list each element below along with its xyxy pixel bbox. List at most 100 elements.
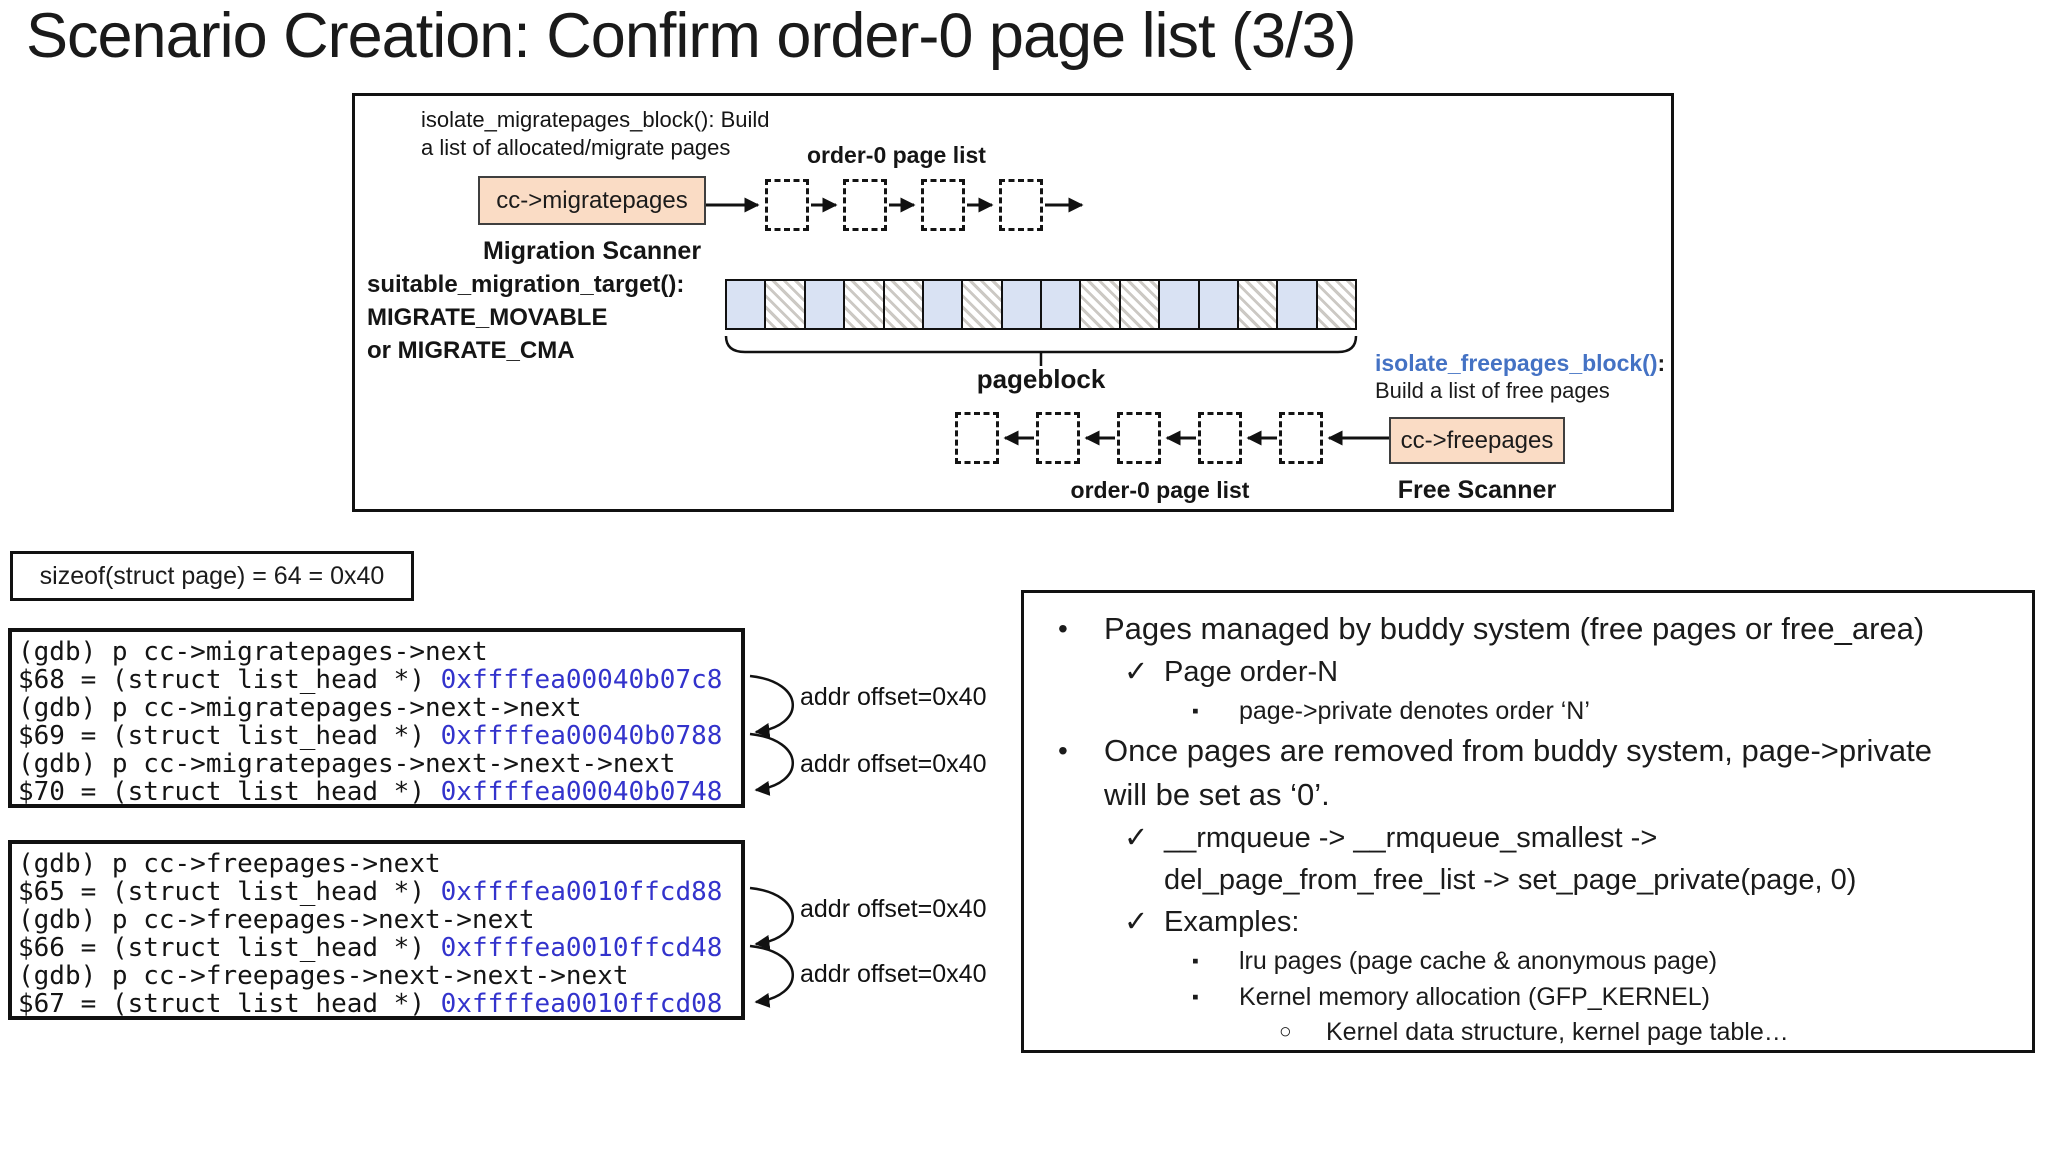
pageblock-cell-blue <box>1000 281 1040 328</box>
pageblock-cell-hatched <box>764 281 804 328</box>
note-line: will be set as ‘0’. <box>1104 777 1330 812</box>
free-scanner-label: Free Scanner <box>1397 476 1557 504</box>
page-node <box>765 179 809 231</box>
suitable-line2: MIGRATE_MOVABLE <box>367 304 608 331</box>
page-node <box>1198 412 1242 464</box>
pageblock-cell-hatched <box>961 281 1001 328</box>
pageblock-row <box>725 279 1357 330</box>
note-item: ✓ Page order-N <box>1024 651 2032 693</box>
gdb-result-line: $66 = (struct list_head *) 0xffffea0010f… <box>18 933 723 963</box>
offset-label-1: addr offset=0x40 <box>800 683 987 711</box>
suitable-line3: or MIGRATE_CMA <box>367 337 575 364</box>
offset-label-3: addr offset=0x40 <box>800 895 987 923</box>
note-line: Once pages are removed from buddy system… <box>1104 733 1932 768</box>
address-value: 0xffffea00040b0748 <box>440 777 723 807</box>
gdb-result-line: $67 = (struct list_head *) 0xffffea0010f… <box>18 989 723 1019</box>
page-node <box>1117 412 1161 464</box>
offset-label-4: addr offset=0x40 <box>800 960 987 988</box>
note-line: lru pages (page cache & anonymous page) <box>1239 947 1718 975</box>
page-node <box>1279 412 1323 464</box>
gdb-result-line: $70 = (struct list_head *) 0xffffea00040… <box>18 777 723 807</box>
gdb-command-line: (gdb) p cc->migratepages->next <box>18 637 488 667</box>
bullet-marker: ✓ <box>1124 822 1149 854</box>
migrate-annotation: isolate_migratepages_block(): Build a li… <box>421 106 770 162</box>
bullet-marker: ▪ <box>1192 701 1199 722</box>
pageblock-cell-hatched <box>843 281 883 328</box>
freepages-box: cc->freepages <box>1389 417 1565 464</box>
note-item: ▪ page->private denotes order ‘N’ <box>1024 693 2032 729</box>
suitable-migration-text: suitable_migration_target(): MIGRATE_MOV… <box>367 268 684 367</box>
address-value: 0xffffea0010ffcd08 <box>440 989 723 1019</box>
note-item: ○ Kernel data structure, kernel page tabl… <box>1024 1015 2032 1049</box>
free-annotation-line2: Build a list of free pages <box>1375 378 1610 403</box>
bullet-marker: ○ <box>1279 1020 1292 1043</box>
address-value: 0xffffea0010ffcd88 <box>440 877 723 907</box>
page-node <box>955 412 999 464</box>
note-item: •Pages managed by buddy system (free pag… <box>1024 607 2032 651</box>
note-line: Page order-N <box>1164 656 1339 688</box>
pageblock-cell-blue <box>803 281 844 328</box>
gdb-output-freepages: (gdb) p cc->freepages->next$65 = (struct… <box>8 840 745 1020</box>
pageblock-cell-hatched <box>1315 281 1355 328</box>
migrate-page-chain <box>765 179 1043 231</box>
gdb-result-line: $68 = (struct list_head *) 0xffffea00040… <box>18 665 723 695</box>
order0-bottom-label: order-0 page list <box>1070 477 1250 503</box>
note-line: page->private denotes order ‘N’ <box>1239 697 1590 725</box>
migrate-annotation-line2: a list of allocated/migrate pages <box>421 135 731 160</box>
compaction-diagram: isolate_migratepages_block(): Build a li… <box>352 93 1674 512</box>
gdb-command-line: (gdb) p cc->freepages->next <box>18 849 441 879</box>
note-item: • Once pages are removed from buddy syste… <box>1024 729 2032 817</box>
pageblock-cell-blue <box>1197 281 1237 328</box>
pageblock-cell-blue <box>1040 281 1080 328</box>
gdb-command-line: (gdb) p cc->freepages->next->next <box>18 905 535 935</box>
pageblock-cell-blue <box>921 281 962 328</box>
note-line: Kernel memory allocation (GFP_KERNEL) <box>1239 983 1710 1011</box>
note-item: ▪ lru pages (page cache & anonymous page) <box>1024 943 2032 979</box>
pageblock-cell-blue <box>1276 281 1316 328</box>
pageblock-cell-hatched <box>1236 281 1277 328</box>
free-annotation-colon: : <box>1657 350 1666 376</box>
bullet-marker: • <box>1058 613 1068 644</box>
pageblock-cell-blue <box>727 281 765 328</box>
order0-top-label: order-0 page list <box>807 142 986 168</box>
note-line: __rmqueue -> __rmqueue_smallest -> <box>1164 822 1658 854</box>
pageblock-brace <box>724 335 1358 366</box>
pageblock-cell-hatched <box>1118 281 1159 328</box>
free-page-chain <box>955 412 1323 464</box>
gdb-command-line: (gdb) p cc->migratepages->next->next->ne… <box>18 749 676 779</box>
address-value: 0xffffea00040b07c8 <box>440 665 723 695</box>
bullet-marker: ▪ <box>1192 951 1199 972</box>
note-item: ▪ Kernel memory allocation (GFP_KERNEL) <box>1024 979 2032 1015</box>
migratepages-box: cc->migratepages <box>478 176 706 225</box>
bullet-marker: • <box>1058 735 1068 766</box>
isolate-freepages-link: isolate_freepages_block() <box>1375 350 1658 376</box>
migration-scanner-label: Migration Scanner <box>482 237 702 265</box>
gdb-command-line: (gdb) p cc->migratepages->next->next <box>18 693 582 723</box>
bullet-marker: ✓ <box>1124 906 1149 938</box>
gdb-command-line: (gdb) p cc->freepages->next->next->next <box>18 961 629 991</box>
page-node <box>1036 412 1080 464</box>
pageblock-cell-blue <box>1158 281 1198 328</box>
free-annotation: isolate_freepages_block(): Build a list … <box>1375 349 1665 405</box>
bullet-marker: ▪ <box>1192 987 1199 1008</box>
gdb-result-line: $69 = (struct list_head *) 0xffffea00040… <box>18 721 723 751</box>
sizeof-note: sizeof(struct page) = 64 = 0x40 <box>10 551 414 601</box>
note-item: ✓ Examples: <box>1024 901 2032 943</box>
note-item: ✓ __rmqueue -> __rmqueue_smallest -> del_p… <box>1024 817 2032 901</box>
page-node <box>921 179 965 231</box>
page-node <box>999 179 1043 231</box>
page-node <box>843 179 887 231</box>
pageblock-cell-hatched <box>1079 281 1119 328</box>
offset-label-2: addr offset=0x40 <box>800 750 987 778</box>
bullet-marker: ✓ <box>1124 656 1149 688</box>
gdb-output-migratepages: (gdb) p cc->migratepages->next$68 = (str… <box>8 628 745 808</box>
note-line: Examples: <box>1164 906 1300 938</box>
buddy-notes-box: •Pages managed by buddy system (free pag… <box>1021 590 2035 1053</box>
note-line: Kernel data structure, kernel page table… <box>1326 1018 1789 1046</box>
pageblock-label: pageblock <box>976 364 1106 394</box>
pageblock-cell-hatched <box>882 281 922 328</box>
address-value: 0xffffea0010ffcd48 <box>440 933 723 963</box>
note-line: del_page_from_free_list -> set_page_priv… <box>1164 864 1857 896</box>
address-value: 0xffffea00040b0788 <box>440 721 723 751</box>
